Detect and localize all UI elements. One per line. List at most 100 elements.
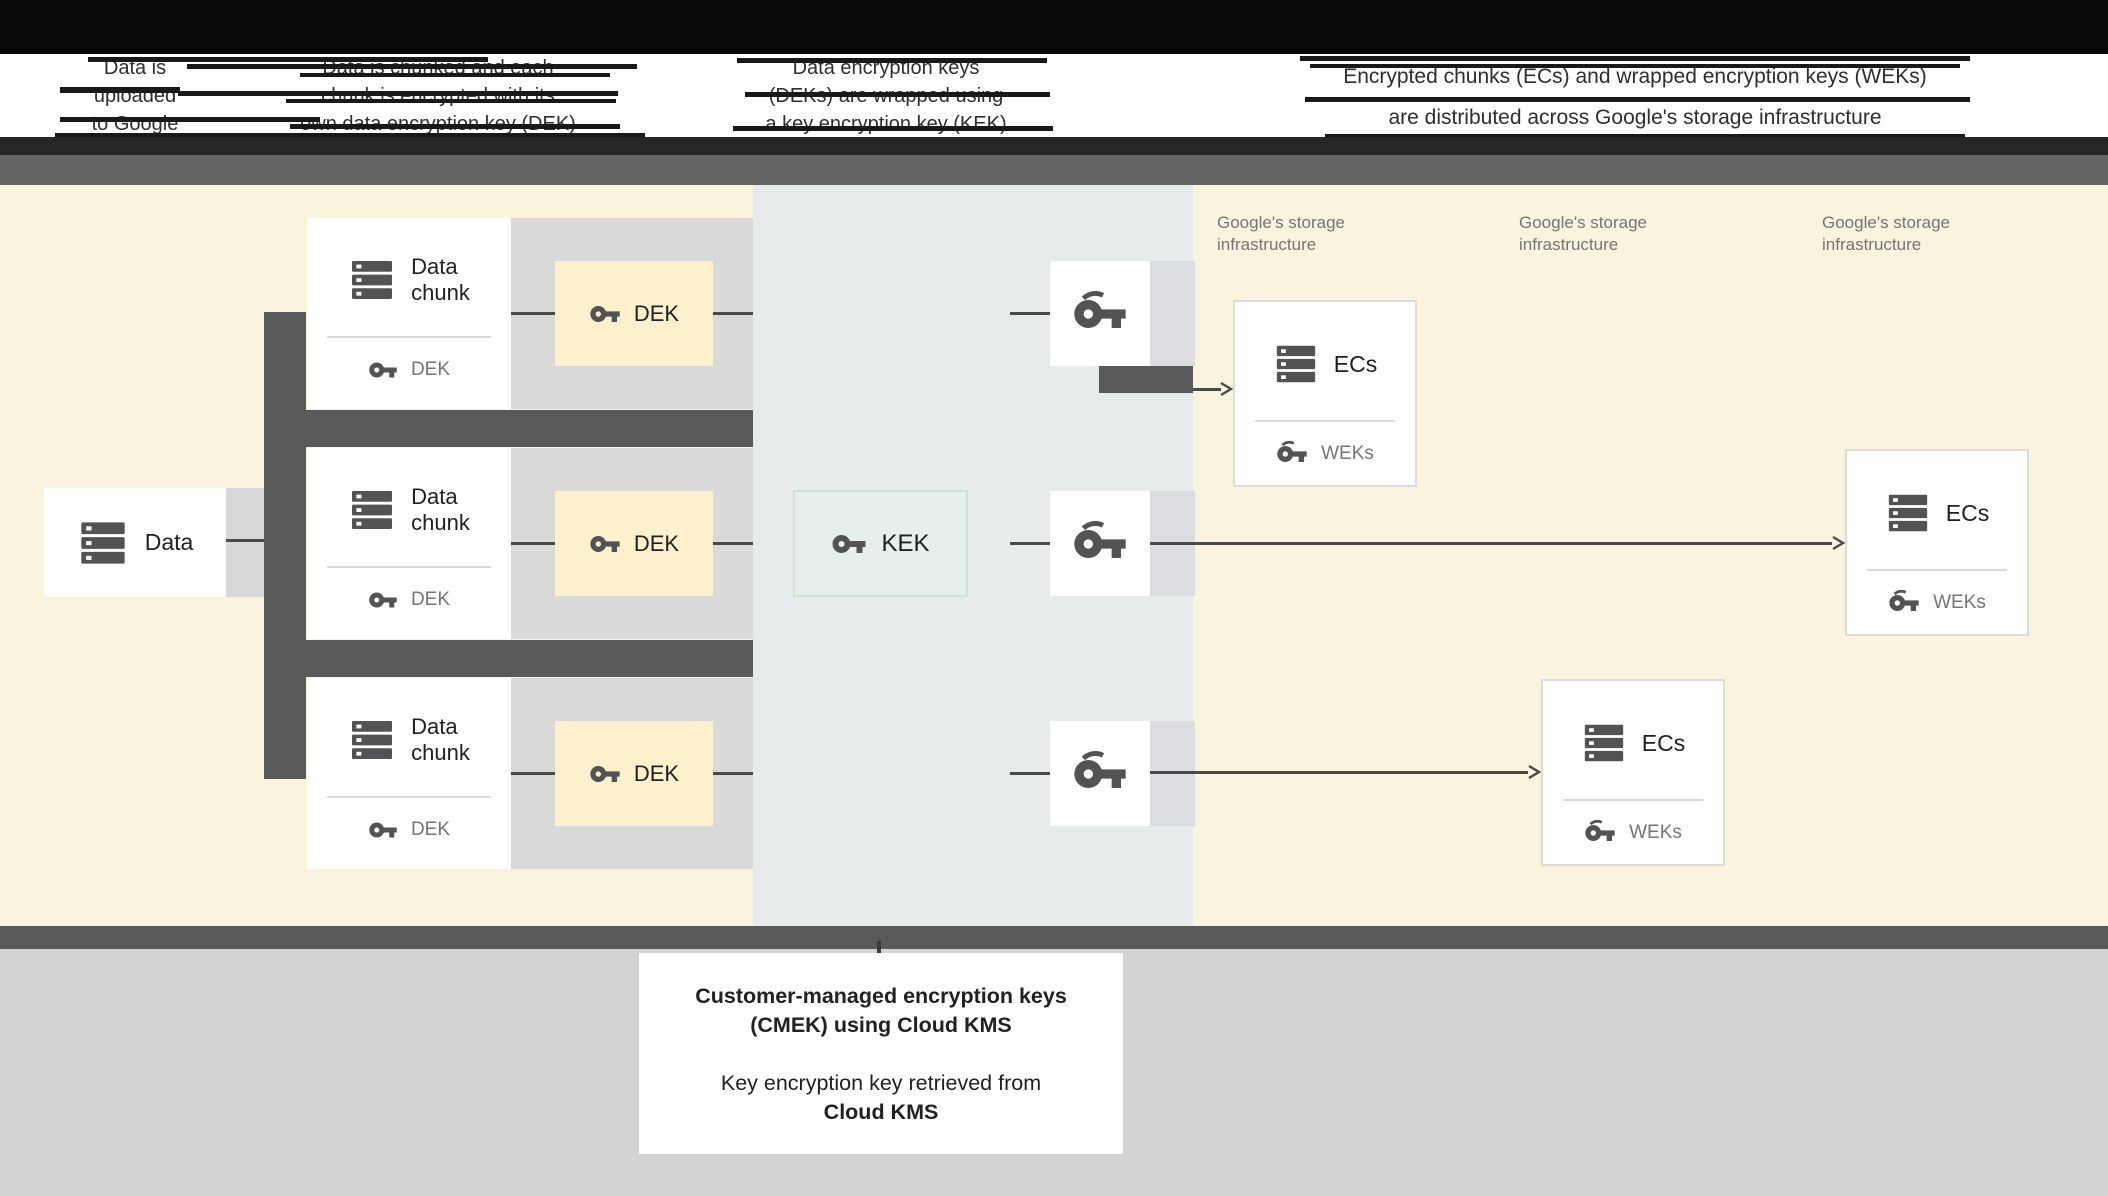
storage-icon (1276, 345, 1315, 383)
storage-infra-label-line: Google's storage (1217, 213, 1345, 232)
dek-label: DEK (633, 760, 680, 786)
arrow-line (1150, 771, 1528, 774)
encrypted-chunks-box: ECs WEKs (1233, 300, 1417, 487)
wrapped-key-icon (1888, 589, 1921, 613)
chunk-dek-label: DEK (410, 819, 451, 840)
second-black-bar (0, 137, 2108, 155)
connector-line (1010, 312, 1050, 315)
data-chunk-box: Data chunk DEK (307, 218, 511, 409)
kek-label: KEK (881, 529, 930, 557)
dek-box: DEK (555, 721, 713, 826)
data-box: Data (44, 488, 226, 597)
redaction-stripe (300, 73, 610, 77)
ecs-title: ECs (1945, 499, 1990, 526)
step-distribution: Encrypted chunks (ECs) and wrapped encry… (1285, 56, 1985, 138)
divider (327, 566, 491, 568)
kek-box: KEK (793, 490, 968, 597)
wrapped-key-icon (1072, 746, 1128, 802)
chunk-dek-row: DEK (307, 568, 511, 632)
ecs-title: ECs (1333, 350, 1378, 377)
chunk-title: Data chunk (411, 254, 470, 306)
key-icon (590, 765, 620, 782)
step-text-line: a key encryption key (KEK) (765, 113, 1007, 135)
kek-footer-connector (877, 941, 881, 954)
redaction-stripe (178, 91, 618, 96)
trunk-connector (264, 312, 306, 779)
chunk-title-line: chunk (411, 510, 470, 535)
process-steps-header: Data is uploaded to Google Data is chunk… (0, 54, 2108, 140)
dek-label: DEK (633, 300, 680, 326)
dek-box: DEK (555, 491, 713, 596)
wrapped-key-icon (1584, 819, 1617, 843)
key-icon (832, 534, 866, 553)
storage-infra-label-line: infrastructure (1217, 235, 1317, 254)
connector-line (1010, 542, 1050, 545)
connector-line (713, 772, 753, 775)
divider (327, 336, 491, 338)
chunk-box-header: Data chunk (307, 448, 511, 566)
chunk-dek-label: DEK (410, 589, 451, 610)
ecs-weks-label: WEKs (1933, 592, 1986, 613)
redaction-stripe (55, 133, 645, 139)
chunk-title-line: chunk (411, 280, 470, 305)
ecs-weks-label: WEKs (1629, 822, 1682, 843)
encrypted-chunks-box: ECs WEKs (1541, 679, 1725, 866)
connector-line (713, 312, 753, 315)
redaction-stripe (290, 124, 620, 129)
storage-infra-label-line: Google's storage (1519, 213, 1647, 232)
redaction-stripe (286, 99, 616, 103)
ecs-weks-row: WEKs (1543, 801, 1723, 865)
step-text-line: Data is (103, 57, 167, 79)
redaction-stripe (1300, 56, 1970, 61)
key-icon (590, 305, 620, 322)
step-text-line: Encrypted chunks (ECs) and wrapped encry… (1343, 65, 1927, 88)
divider (1255, 420, 1395, 422)
data-box-label: Data (144, 529, 194, 555)
divider (1563, 799, 1703, 801)
key-icon (369, 362, 397, 378)
storage-icon (352, 261, 393, 299)
cmek-title-line: Customer-managed encryption keys (695, 984, 1067, 1008)
data-chunk-box: Data chunk DEK (307, 448, 511, 639)
key-icon (369, 592, 397, 608)
wrapped-key-box (1050, 261, 1150, 366)
arrow-bar (1099, 366, 1193, 393)
row-connector-bar (264, 640, 753, 677)
ecs-weks-row: WEKs (1847, 571, 2027, 635)
redaction-stripe (1305, 97, 1970, 102)
redaction-stripe (187, 64, 637, 69)
ecs-title: ECs (1641, 729, 1686, 756)
connector-line (713, 542, 753, 545)
cmek-body-line: Cloud KMS (823, 1100, 939, 1124)
chunk-dek-row: DEK (307, 338, 511, 402)
redaction-stripe (733, 126, 1053, 131)
ecs-box-header: ECs (1847, 451, 2027, 569)
chunk-title-line: chunk (411, 740, 470, 765)
ecs-box-header: ECs (1543, 681, 1723, 799)
redaction-stripe (1310, 64, 1960, 68)
step-text-line: are distributed across Google's storage … (1388, 106, 1882, 129)
chunk-box-header: Data chunk (307, 218, 511, 336)
ecs-weks-label: WEKs (1321, 443, 1374, 464)
storage-infra-label-line: infrastructure (1519, 235, 1619, 254)
connector-line (511, 312, 555, 315)
storage-icon (81, 521, 125, 564)
storage-infra-label: Google's storage infrastructure (1217, 212, 1345, 256)
data-connector-band (226, 488, 264, 597)
ecs-box-header: ECs (1235, 302, 1415, 420)
divider (327, 796, 491, 798)
spacer (639, 1040, 1123, 1069)
redaction-stripe (737, 58, 1047, 63)
ecs-weks-row: WEKs (1235, 422, 1415, 486)
bottom-dark-bar (0, 926, 2108, 949)
wrapped-key-icon (1072, 516, 1128, 572)
redaction-stripe (88, 57, 488, 62)
dek-box: DEK (555, 261, 713, 366)
wrapped-key-icon (1276, 440, 1309, 464)
redaction-stripe (60, 87, 180, 93)
storage-icon (1584, 724, 1623, 762)
storage-icon (352, 491, 393, 529)
connector-line (511, 772, 555, 775)
wrapped-key-box (1050, 491, 1150, 596)
arrow-line (1150, 542, 1832, 545)
